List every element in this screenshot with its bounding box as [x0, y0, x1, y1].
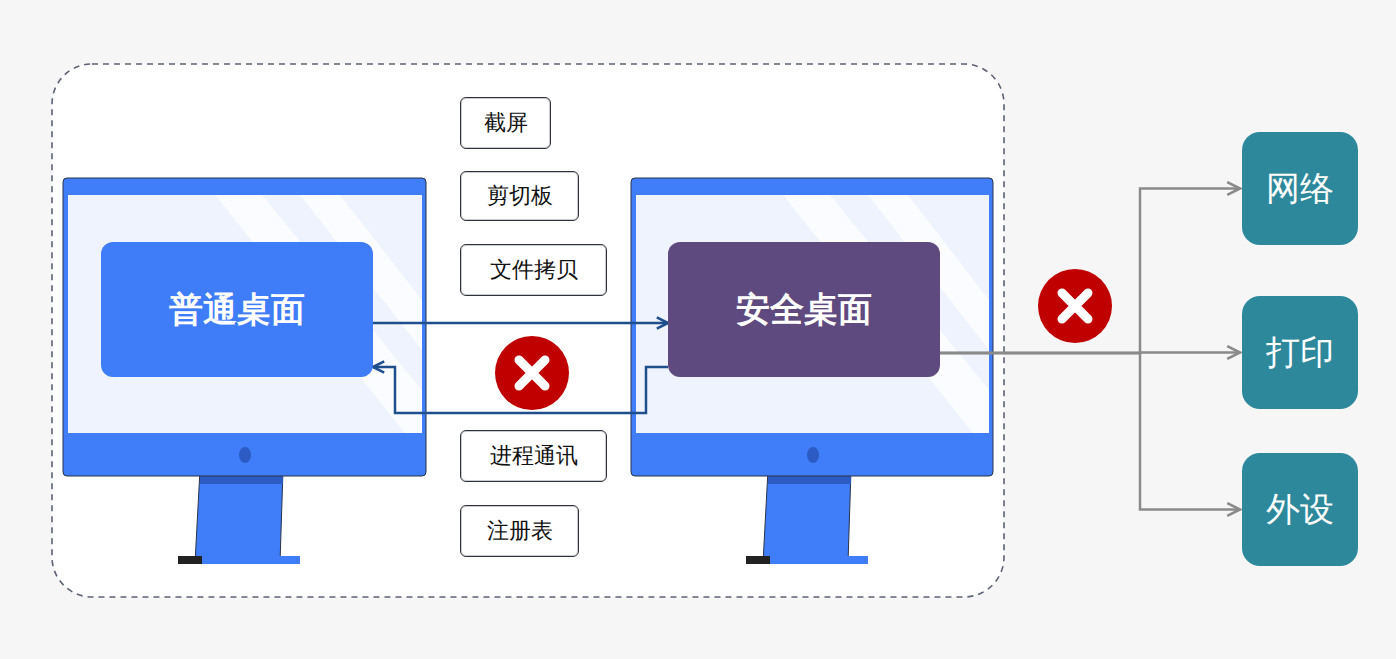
node-label: 网络: [1266, 166, 1334, 212]
base-shadow: [746, 556, 770, 564]
blocked-mark: [1038, 269, 1112, 343]
monitor-frame: [63, 178, 426, 476]
base-shadow: [178, 556, 202, 564]
monitor-frame: [631, 178, 993, 476]
monitor-right: [631, 178, 993, 564]
blocked-mark: [495, 336, 569, 410]
node-label: 剪切板: [487, 181, 553, 211]
monitor-stand: [763, 470, 851, 563]
resource-box: 外设: [1242, 453, 1358, 566]
resource-box: 网络: [1242, 132, 1358, 245]
monitor-screen: [68, 195, 422, 433]
monitor-base: [178, 556, 300, 564]
secure-desktop-box: 安全桌面: [668, 242, 940, 377]
resource-box: 打印: [1242, 296, 1358, 409]
monitor-camera: [239, 447, 251, 463]
node-label: 进程通讯: [490, 441, 578, 471]
blocked-flow-arrow: [373, 322, 668, 325]
node-label: 普通桌面: [169, 287, 305, 333]
channel-tag: 文件拷贝: [460, 244, 607, 296]
node-label: 外设: [1266, 487, 1334, 533]
node-label: 截屏: [484, 108, 528, 138]
node-label: 安全桌面: [736, 287, 872, 333]
stand-shadow: [200, 476, 283, 484]
blocked-circle: [495, 336, 569, 410]
monitor-left: [63, 178, 426, 564]
monitor-screen: [636, 195, 989, 433]
resource-arrow: [940, 189, 1240, 354]
channel-tag: 截屏: [460, 97, 551, 149]
channel-tag: 剪切板: [460, 171, 579, 221]
node-label: 文件拷贝: [490, 255, 578, 285]
blocked-cross: [519, 360, 545, 386]
channel-tag: 注册表: [460, 505, 579, 557]
node-label: 注册表: [487, 516, 553, 546]
monitor-camera: [807, 447, 819, 463]
dashed-container: [52, 64, 1004, 597]
monitor-stand: [195, 470, 283, 563]
monitor-base: [746, 556, 868, 564]
blocked-cross: [1062, 293, 1088, 319]
desktop-box: 普通桌面: [101, 242, 373, 377]
stand-shadow: [768, 476, 851, 484]
blocked-circle: [1038, 269, 1112, 343]
node-label: 打印: [1266, 330, 1334, 376]
resource-arrow: [940, 353, 1240, 510]
channel-tag: 进程通讯: [460, 430, 607, 482]
